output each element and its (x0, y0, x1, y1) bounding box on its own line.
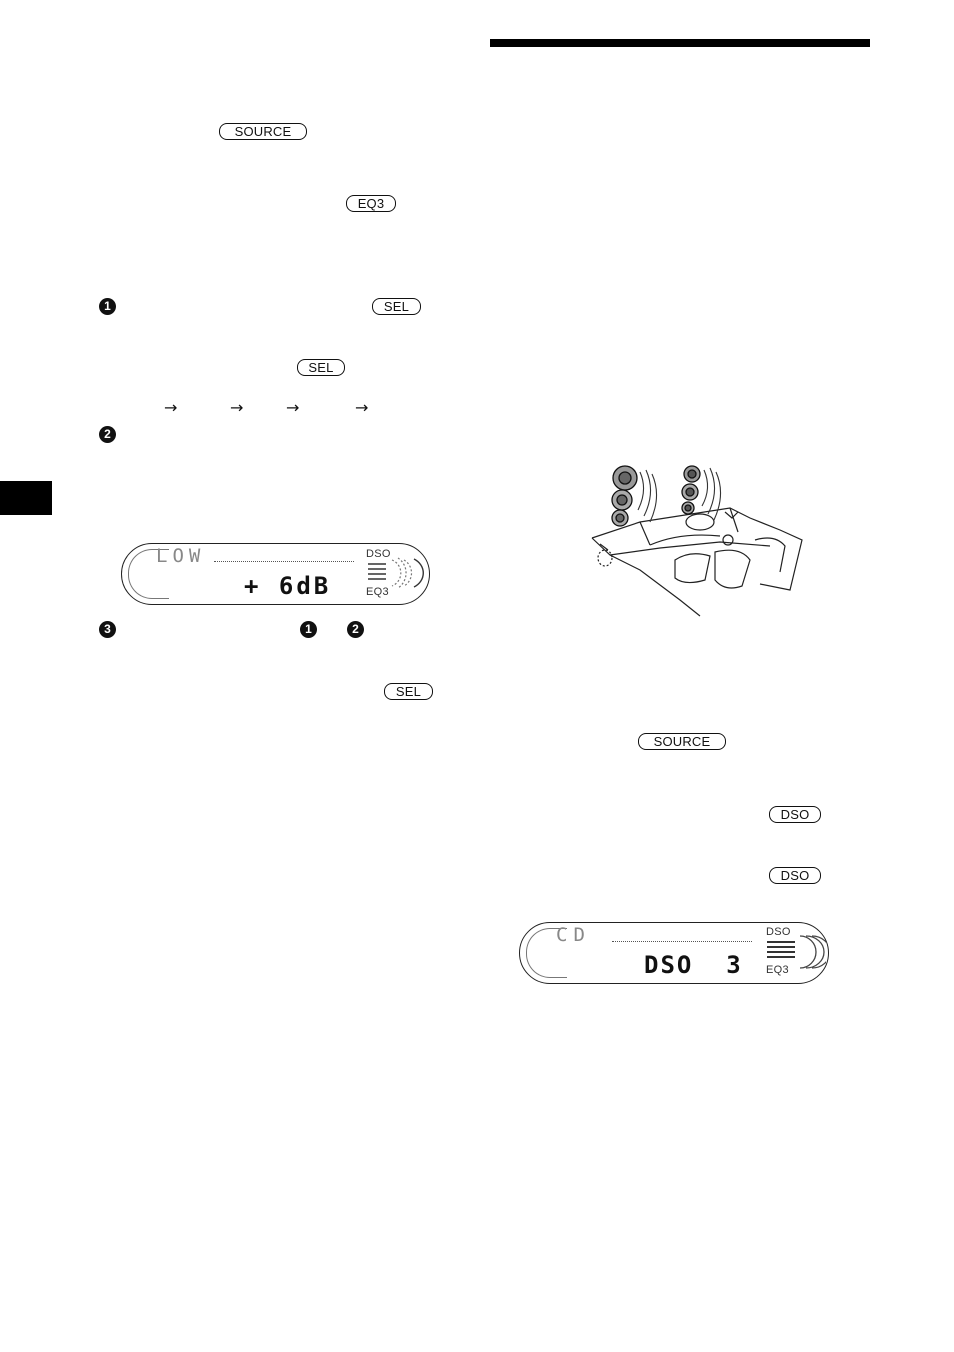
step-2-marker: 2 (99, 426, 116, 443)
arrow-right-icon: → (230, 398, 244, 417)
sel-key-step1: SEL (372, 298, 421, 315)
lcd-dso-tag: DSO (766, 926, 791, 938)
eq3-key: EQ3 (346, 195, 396, 212)
eq-indicator-icon (368, 557, 424, 589)
lcd-value: DSO 3 (644, 951, 743, 979)
lcd-display-low: LOW + 6dB DSO EQ3 (121, 543, 430, 605)
lcd-display-cd: CD DSO 3 DSO EQ3 (519, 922, 829, 984)
lcd-value: + 6dB (244, 572, 332, 600)
step-ref-1: 1 (300, 621, 317, 638)
lcd-dso-tag: DSO (366, 548, 391, 560)
lcd-inner-frame (526, 928, 567, 978)
lcd-label: LOW (156, 545, 206, 567)
dso-key-2: DSO (769, 867, 821, 884)
dso-key-1: DSO (769, 806, 821, 823)
source-key-left: SOURCE (219, 123, 307, 140)
lcd-dotted-line (214, 561, 354, 562)
side-tab (0, 481, 52, 515)
source-key-right: SOURCE (638, 733, 726, 750)
section-rule (490, 39, 870, 47)
lcd-eq3-tag: EQ3 (766, 964, 789, 976)
lcd-label: CD (556, 924, 591, 946)
arrow-right-icon: → (355, 398, 369, 417)
lcd-dotted-line (612, 941, 752, 942)
car-interior-speakers-illustration (591, 465, 803, 617)
arrow-right-icon: → (286, 398, 300, 417)
step-3-marker: 3 (99, 621, 116, 638)
dso-indicator-icon (767, 935, 826, 969)
lcd-inner-frame (128, 549, 169, 599)
step-1-marker: 1 (99, 298, 116, 315)
lcd-eq3-tag: EQ3 (366, 586, 389, 598)
step-ref-2: 2 (347, 621, 364, 638)
sel-key-second: SEL (297, 359, 345, 376)
sel-key-step3: SEL (384, 683, 433, 700)
arrow-right-icon: → (164, 398, 178, 417)
